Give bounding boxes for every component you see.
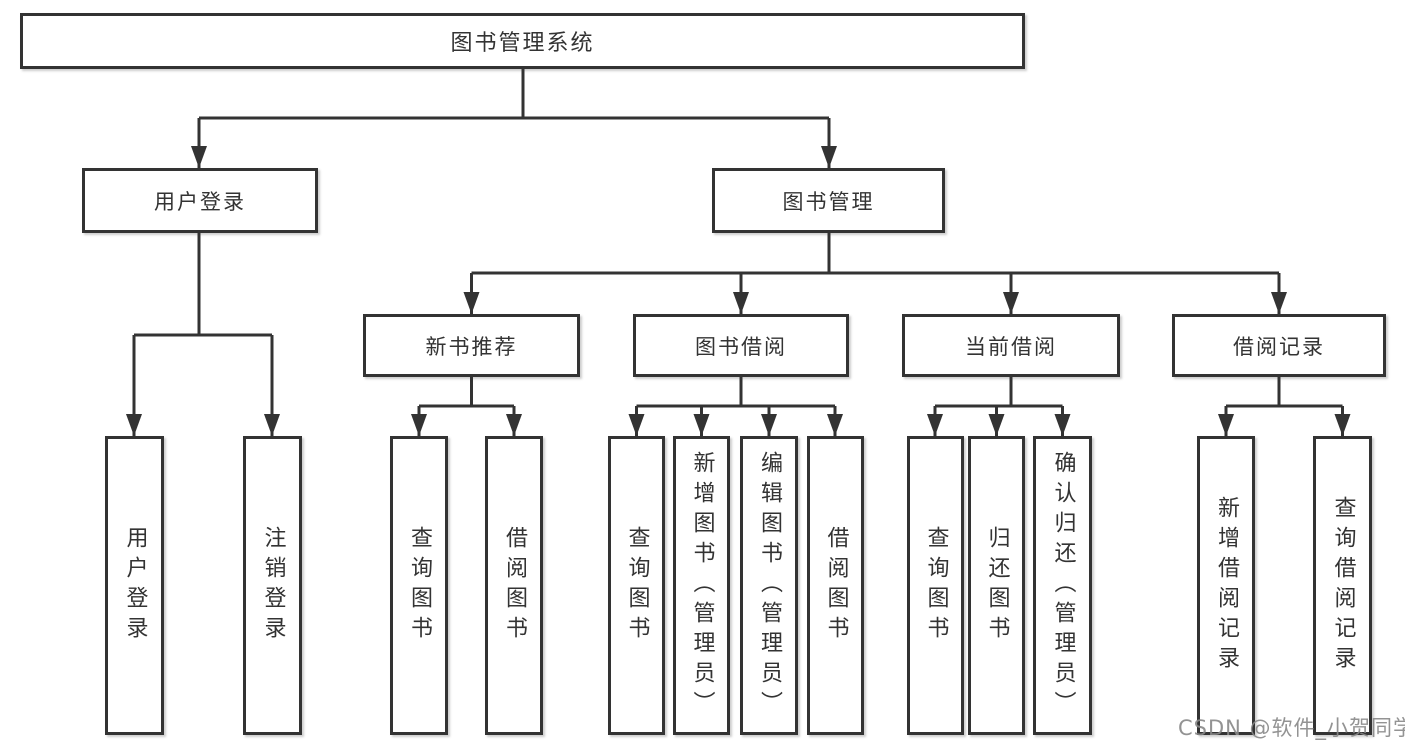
- leaf-add-borrow-record-label: 新增借阅记录: [1214, 495, 1239, 676]
- leaf-add-book-admin: 新增图书（管理员）: [673, 436, 730, 735]
- leaf-borrow-book-2: 借阅图书: [807, 436, 864, 735]
- leaf-add-book-admin-label: 新增图书（管理员）: [689, 450, 715, 721]
- node-borrowing-records-label: 借阅记录: [1233, 334, 1325, 359]
- watermark-text: CSDN @软件_小贺同学: [1178, 716, 1405, 740]
- leaf-query-book-2-label: 查询图书: [624, 525, 650, 646]
- leaf-query-book-1-label: 查询图书: [407, 525, 432, 646]
- leaf-user-login-label: 用户登录: [122, 525, 148, 646]
- leaf-query-book-2: 查询图书: [608, 436, 665, 735]
- leaf-query-borrow-record-label: 查询借阅记录: [1330, 495, 1356, 676]
- leaf-query-book-3-label: 查询图书: [923, 525, 949, 646]
- node-current-borrowing: 当前借阅: [902, 314, 1120, 377]
- node-book-management-label: 图书管理: [782, 189, 875, 214]
- leaf-return-book: 归还图书: [968, 436, 1025, 735]
- node-root: 图书管理系统: [20, 13, 1025, 69]
- leaf-confirm-return-admin: 确认归还（管理员）: [1033, 436, 1092, 735]
- leaf-edit-book-admin: 编辑图书（管理员）: [740, 436, 798, 735]
- node-book-borrowing: 图书借阅: [633, 314, 849, 377]
- leaf-return-book-label: 归还图书: [984, 525, 1010, 646]
- node-new-book-recommend: 新书推荐: [363, 314, 580, 377]
- leaf-borrow-book-2-label: 借阅图书: [823, 525, 849, 646]
- leaf-logout-label: 注销登录: [260, 525, 286, 646]
- leaf-logout: 注销登录: [243, 436, 302, 735]
- leaf-borrow-book-1: 借阅图书: [485, 436, 543, 735]
- node-book-borrowing-label: 图书借阅: [695, 334, 787, 359]
- node-current-borrowing-label: 当前借阅: [965, 334, 1057, 359]
- leaf-confirm-return-admin-label: 确认归还（管理员）: [1050, 450, 1076, 721]
- leaf-query-book-1: 查询图书: [390, 436, 448, 735]
- node-book-management: 图书管理: [712, 168, 945, 233]
- leaf-add-borrow-record: 新增借阅记录: [1197, 436, 1255, 735]
- leaf-query-borrow-record: 查询借阅记录: [1313, 436, 1372, 735]
- node-borrowing-records: 借阅记录: [1172, 314, 1386, 377]
- leaf-user-login: 用户登录: [105, 436, 164, 735]
- leaf-borrow-book-1-label: 借阅图书: [502, 525, 527, 646]
- node-user-login-label: 用户登录: [154, 189, 246, 214]
- node-root-label: 图书管理系统: [450, 31, 595, 56]
- leaf-query-book-3: 查询图书: [907, 436, 964, 735]
- leaf-edit-book-admin-label: 编辑图书（管理员）: [757, 450, 782, 721]
- node-user-login: 用户登录: [82, 168, 318, 233]
- node-new-book-recommend-label: 新书推荐: [425, 334, 518, 359]
